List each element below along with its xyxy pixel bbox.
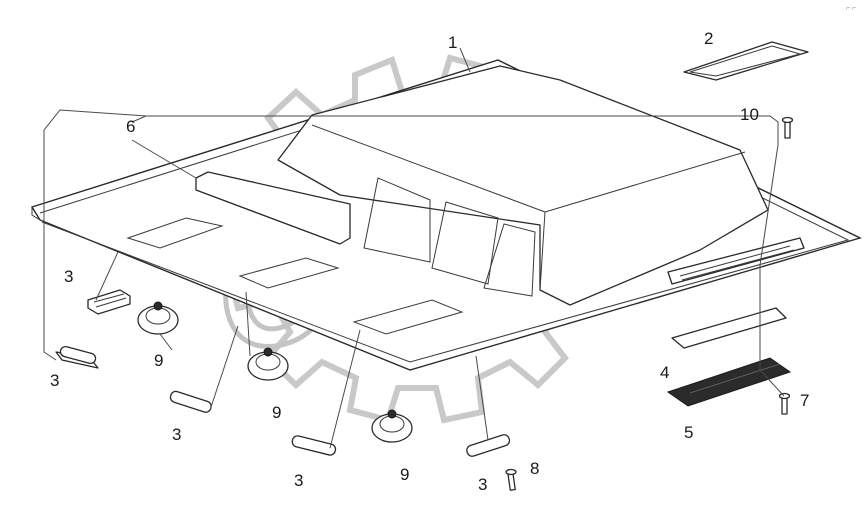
callout-1: 1 [448,33,457,52]
callout-3: 3 [478,475,487,494]
callout-7: 7 [800,391,809,410]
bracket-3-d [291,435,337,456]
dome-window-1 [363,177,431,263]
corner-mark: ⌐ ⌐ [846,5,856,12]
panel-slot-2 [238,257,340,289]
callout-4: 4 [660,363,669,382]
callout-9: 9 [272,403,281,422]
mount-9-a [137,301,179,335]
mount-9-c [371,409,413,443]
grille-hatching [679,245,795,281]
bracket-3-c [169,390,212,413]
panel-channel [195,171,351,245]
callout-9: 9 [154,351,163,370]
part-4-strip [671,307,787,349]
panel-slot-1 [126,217,224,249]
mount-9-b [247,347,289,381]
part-2-plate [683,41,809,81]
callout-3: 3 [172,425,181,444]
leader-lines [43,47,785,449]
callout-9: 9 [400,465,409,484]
panel-dome [277,65,769,306]
callout-10: 10 [740,105,759,124]
callout-6: 6 [126,117,135,136]
screw-10 [781,116,794,139]
callout-3: 3 [294,471,303,490]
callout-8: 8 [530,459,539,478]
callout-3: 3 [50,371,59,390]
panel-slot-3 [352,299,464,335]
dome-window-3 [483,223,536,297]
callout-5: 5 [684,423,693,442]
bracket-3-b [55,345,99,369]
screw-7 [778,392,791,415]
callouts: 1 2 3 3 3 3 3 4 5 6 7 8 9 9 9 10 [50,29,809,494]
dome-ridge [311,124,746,291]
bracket-3-e [466,434,511,457]
callout-2: 2 [704,29,713,48]
screw-8 [505,468,517,491]
callout-3: 3 [64,267,73,286]
dome-window-2 [431,201,499,285]
bracket-3-a [87,289,131,315]
main-panel [30,59,862,371]
panel-lip [31,207,41,221]
